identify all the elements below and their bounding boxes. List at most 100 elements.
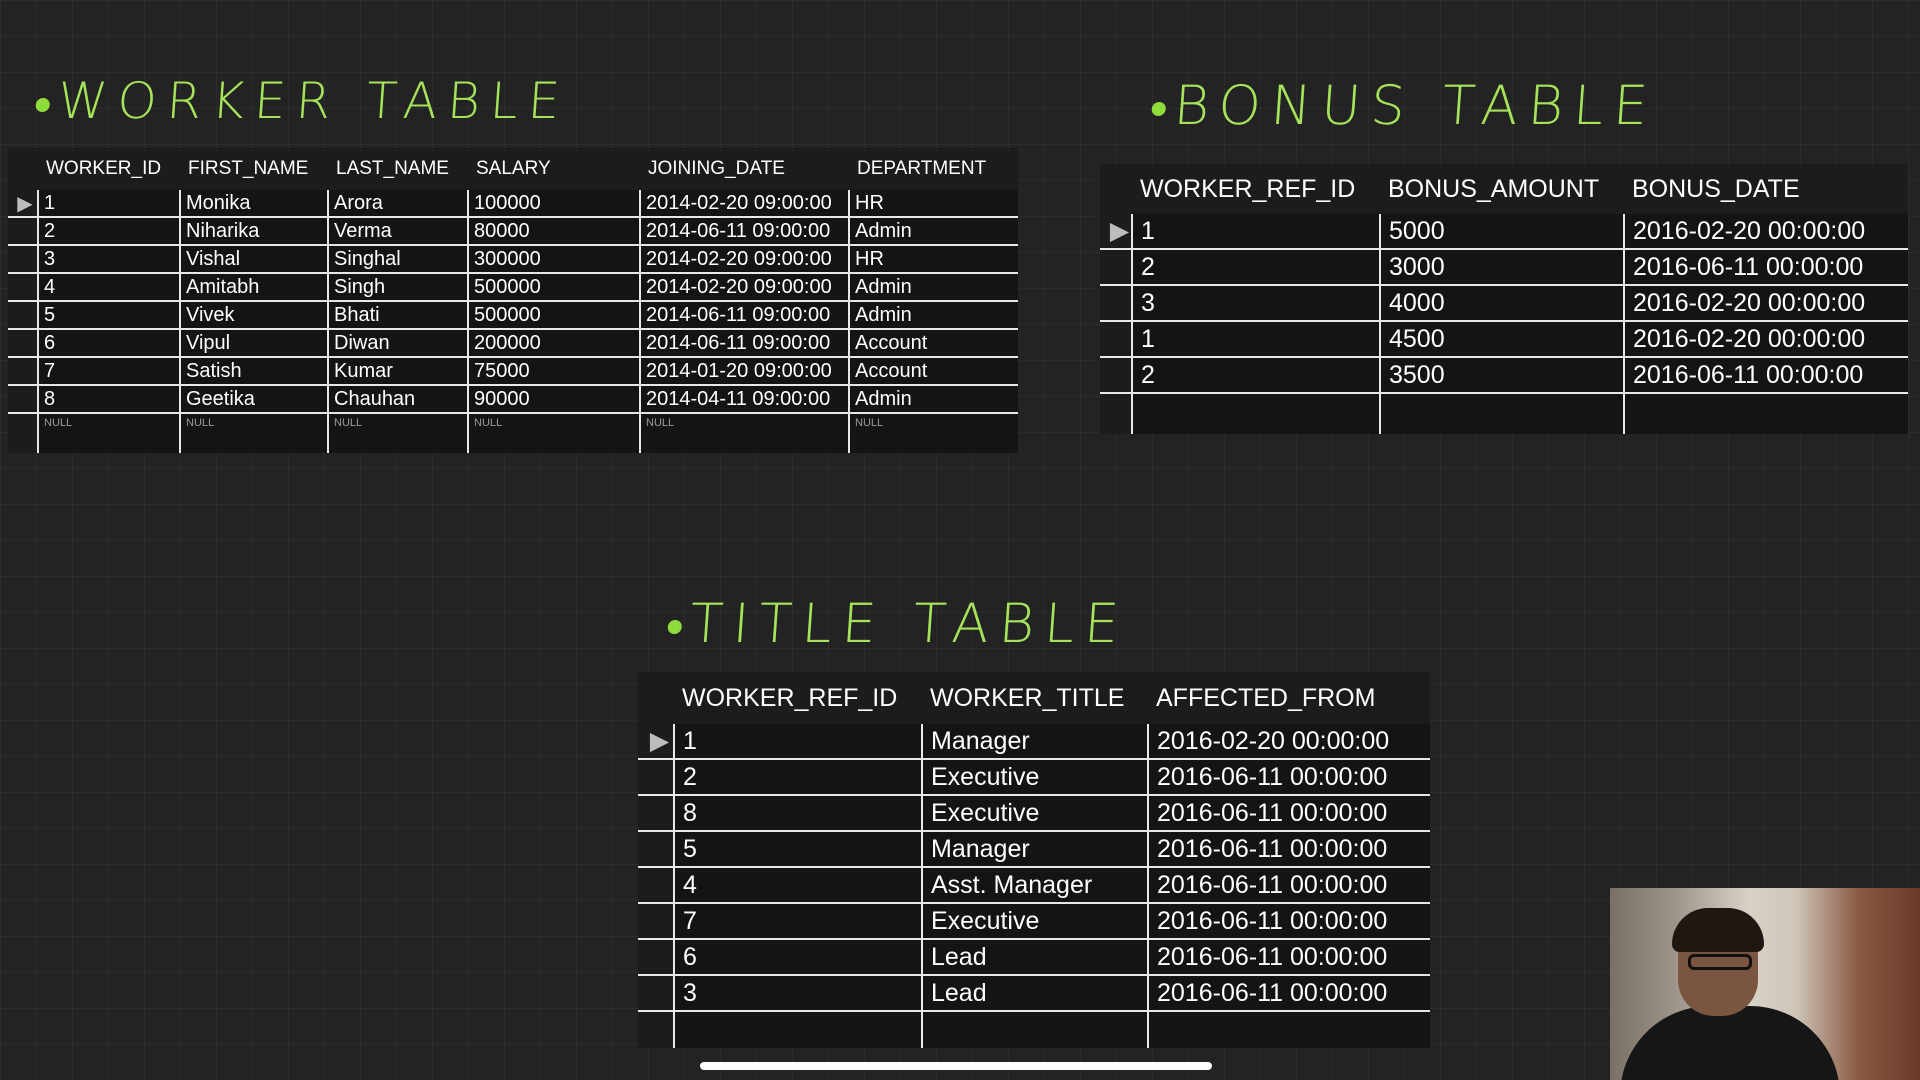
table-row[interactable]: 8 Geetika Chauhan 90000 2014-04-11 09:00… <box>8 385 1018 414</box>
empty-cell[interactable] <box>1379 393 1624 434</box>
column-header[interactable]: BONUS_DATE <box>1624 164 1908 214</box>
table-cell[interactable]: 2016-06-11 00:00:00 <box>1147 795 1430 832</box>
table-cell[interactable]: 200000 <box>467 329 640 358</box>
empty-cell[interactable] <box>1131 393 1380 434</box>
table-cell[interactable]: 2016-06-11 00:00:00 <box>1147 939 1430 976</box>
table-cell[interactable]: Vipul <box>179 329 328 358</box>
table-cell[interactable]: 2014-06-11 09:00:00 <box>639 301 849 330</box>
null-cell[interactable]: NULL <box>327 413 468 453</box>
table-cell[interactable]: 2016-06-11 00:00:00 <box>1623 357 1908 394</box>
table-cell[interactable]: 3 <box>1131 285 1380 322</box>
table-cell[interactable]: 1 <box>37 190 180 218</box>
table-cell[interactable]: Admin <box>848 301 1018 330</box>
table-cell[interactable]: 4 <box>673 867 922 904</box>
table-cell[interactable]: 100000 <box>467 190 640 218</box>
table-cell[interactable]: Account <box>848 357 1018 386</box>
table-cell[interactable]: 2016-06-11 00:00:00 <box>1147 831 1430 868</box>
table-cell[interactable]: Bhati <box>327 301 468 330</box>
table-cell[interactable]: 500000 <box>467 301 640 330</box>
table-cell[interactable]: 2 <box>1131 249 1380 286</box>
table-cell[interactable]: 2014-02-20 09:00:00 <box>639 190 849 218</box>
table-cell[interactable]: 2014-02-20 09:00:00 <box>639 273 849 302</box>
table-cell[interactable]: 5000 <box>1379 214 1624 250</box>
table-row[interactable]: 3 Lead 2016-06-11 00:00:00 <box>638 975 1430 1012</box>
table-cell[interactable]: 2016-02-20 00:00:00 <box>1623 214 1908 250</box>
table-cell[interactable]: 6 <box>673 939 922 976</box>
table-cell[interactable]: 6 <box>37 329 180 358</box>
table-cell[interactable]: 3 <box>673 975 922 1012</box>
table-row[interactable]: 6 Vipul Diwan 200000 2014-06-11 09:00:00… <box>8 329 1018 358</box>
table-cell[interactable]: 1 <box>1131 214 1380 250</box>
table-cell[interactable]: 4500 <box>1379 321 1624 358</box>
table-cell[interactable]: Singhal <box>327 245 468 274</box>
empty-cell[interactable] <box>921 1011 1148 1048</box>
table-cell[interactable]: 80000 <box>467 217 640 246</box>
table-cell[interactable]: Kumar <box>327 357 468 386</box>
table-cell[interactable]: 2016-02-20 00:00:00 <box>1623 321 1908 358</box>
table-row[interactable]: 7 Satish Kumar 75000 2014-01-20 09:00:00… <box>8 357 1018 386</box>
table-row[interactable]: 5 Vivek Bhati 500000 2014-06-11 09:00:00… <box>8 301 1018 330</box>
table-cell[interactable]: HR <box>848 245 1018 274</box>
table-cell[interactable]: 2016-06-11 00:00:00 <box>1147 759 1430 796</box>
new-row-placeholder[interactable]: NULL NULL NULL NULL NULL NULL <box>8 413 1018 453</box>
table-cell[interactable]: 4000 <box>1379 285 1624 322</box>
table-cell[interactable]: 2014-06-11 09:00:00 <box>639 329 849 358</box>
table-cell[interactable]: 1 <box>1131 321 1380 358</box>
table-cell[interactable]: Admin <box>848 385 1018 414</box>
new-row-placeholder[interactable] <box>638 1011 1430 1048</box>
table-row[interactable]: ▶ 1 Monika Arora 100000 2014-02-20 09:00… <box>8 190 1018 218</box>
table-cell[interactable]: 2016-06-11 00:00:00 <box>1147 975 1430 1012</box>
table-cell[interactable]: Admin <box>848 273 1018 302</box>
table-cell[interactable]: Verma <box>327 217 468 246</box>
table-cell[interactable]: 2 <box>673 759 922 796</box>
table-cell[interactable]: Monika <box>179 190 328 218</box>
table-cell[interactable]: 90000 <box>467 385 640 414</box>
table-cell[interactable]: Account <box>848 329 1018 358</box>
table-cell[interactable]: Chauhan <box>327 385 468 414</box>
table-cell[interactable]: 2 <box>37 217 180 246</box>
table-cell[interactable]: 2016-02-20 00:00:00 <box>1623 285 1908 322</box>
table-cell[interactable]: Executive <box>921 795 1148 832</box>
table-cell[interactable]: Admin <box>848 217 1018 246</box>
table-cell[interactable]: 7 <box>37 357 180 386</box>
table-row[interactable]: 1 4500 2016-02-20 00:00:00 <box>1100 321 1908 358</box>
column-header[interactable]: LAST_NAME <box>328 148 468 190</box>
table-cell[interactable]: 1 <box>673 724 922 760</box>
null-cell[interactable]: NULL <box>467 413 640 453</box>
column-header[interactable]: AFFECTED_FROM <box>1148 672 1430 724</box>
table-cell[interactable]: Geetika <box>179 385 328 414</box>
column-header[interactable]: DEPARTMENT <box>849 148 1018 190</box>
table-row[interactable]: 2 Executive 2016-06-11 00:00:00 <box>638 759 1430 796</box>
table-cell[interactable]: 3500 <box>1379 357 1624 394</box>
table-row[interactable]: 6 Lead 2016-06-11 00:00:00 <box>638 939 1430 976</box>
table-cell[interactable]: Manager <box>921 831 1148 868</box>
table-cell[interactable]: 2016-06-11 00:00:00 <box>1147 903 1430 940</box>
table-cell[interactable]: Niharika <box>179 217 328 246</box>
table-cell[interactable]: 2016-06-11 00:00:00 <box>1623 249 1908 286</box>
column-header[interactable]: WORKER_REF_ID <box>1132 164 1380 214</box>
table-row[interactable]: ▶ 1 Manager 2016-02-20 00:00:00 <box>638 724 1430 760</box>
table-cell[interactable]: 2014-01-20 09:00:00 <box>639 357 849 386</box>
table-cell[interactable]: Vivek <box>179 301 328 330</box>
table-row[interactable]: 3 4000 2016-02-20 00:00:00 <box>1100 285 1908 322</box>
table-cell[interactable]: 8 <box>673 795 922 832</box>
column-header[interactable]: WORKER_REF_ID <box>674 672 922 724</box>
empty-cell[interactable] <box>1147 1011 1430 1048</box>
table-row[interactable]: 4 Amitabh Singh 500000 2014-02-20 09:00:… <box>8 273 1018 302</box>
table-row[interactable]: 2 3000 2016-06-11 00:00:00 <box>1100 249 1908 286</box>
table-row[interactable]: 2 Niharika Verma 80000 2014-06-11 09:00:… <box>8 217 1018 246</box>
table-cell[interactable]: Executive <box>921 759 1148 796</box>
new-row-placeholder[interactable] <box>1100 393 1908 434</box>
null-cell[interactable]: NULL <box>37 413 180 453</box>
table-cell[interactable]: Vishal <box>179 245 328 274</box>
home-indicator-bar[interactable] <box>700 1062 1212 1070</box>
table-cell[interactable]: 2014-02-20 09:00:00 <box>639 245 849 274</box>
table-cell[interactable]: 2016-02-20 00:00:00 <box>1147 724 1430 760</box>
table-row[interactable]: ▶ 1 5000 2016-02-20 00:00:00 <box>1100 214 1908 250</box>
table-row[interactable]: 8 Executive 2016-06-11 00:00:00 <box>638 795 1430 832</box>
table-cell[interactable]: 5 <box>673 831 922 868</box>
null-cell[interactable]: NULL <box>848 413 1018 453</box>
table-cell[interactable]: 7 <box>673 903 922 940</box>
table-cell[interactable]: Lead <box>921 939 1148 976</box>
table-row[interactable]: 4 Asst. Manager 2016-06-11 00:00:00 <box>638 867 1430 904</box>
